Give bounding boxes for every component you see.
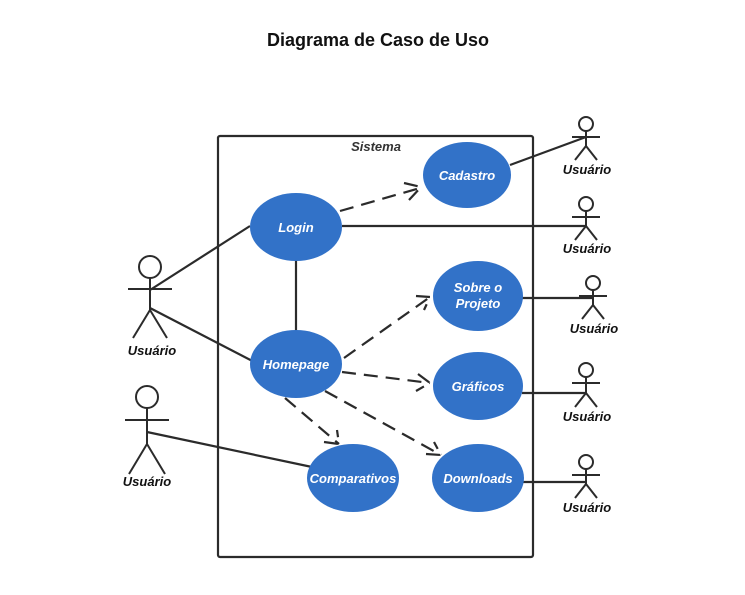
- association-cadastro-actor: [509, 135, 587, 167]
- diagram-title: Diagrama de Caso de Uso: [267, 30, 489, 50]
- use-case-login: Login: [250, 193, 342, 261]
- dependency-homepage-comparativos: [284, 397, 340, 445]
- dependency-login-cadastro: [339, 186, 421, 213]
- actor-usuario-right-cadastro: [572, 116, 600, 161]
- connectors: [146, 135, 592, 484]
- actor-usuario-left-bottom: [125, 385, 169, 475]
- actor-usuario-right-login: [572, 196, 600, 241]
- use-case-sobre-label-line1: Sobre o: [454, 280, 502, 295]
- arrowhead-downloads: [425, 441, 443, 457]
- actor-usuario-left-bottom-label: Usuário: [123, 474, 171, 489]
- association-actor-homepage: [149, 307, 263, 367]
- use-case-cadastro: Cadastro: [423, 142, 511, 208]
- use-case-cadastro-label: Cadastro: [439, 168, 495, 183]
- use-case-downloads-label: Downloads: [443, 471, 512, 486]
- arrowhead-sobre: [415, 294, 432, 311]
- actor-usuario-left-main: [128, 255, 172, 339]
- use-case-homepage: Homepage: [250, 330, 342, 398]
- use-case-comparativos: Comparativos: [307, 444, 399, 512]
- actor-usuario-right-graficos: [572, 362, 600, 408]
- use-case-graficos-label: Gráficos: [452, 379, 505, 394]
- arrowhead-graficos: [415, 373, 432, 392]
- use-case-downloads: Downloads: [432, 444, 524, 512]
- system-label: Sistema: [351, 139, 401, 154]
- system-boundary: [216, 134, 535, 559]
- association-actor-comparativos: [146, 430, 313, 469]
- dependency-homepage-graficos: [341, 370, 431, 385]
- use-case-sobre-label-line2: Projeto: [456, 296, 501, 311]
- actor-usuario-right-sobre-label: Usuário: [570, 321, 618, 336]
- association-actor-login: [149, 225, 251, 291]
- actor-usuario-right-downloads-label: Usuário: [563, 500, 611, 515]
- dependency-homepage-sobre: [343, 296, 431, 359]
- arrowhead-cadastro: [403, 181, 424, 201]
- actor-usuario-right-downloads: [572, 454, 600, 499]
- actor-usuario-right-login-label: Usuário: [563, 241, 611, 256]
- use-case-sobre-o-projeto: Sobre o Projeto: [433, 261, 523, 331]
- use-case-graficos: Gráficos: [433, 352, 523, 420]
- actor-usuario-left-main-label: Usuário: [128, 343, 176, 358]
- actor-usuario-right-cadastro-label: Usuário: [563, 162, 611, 177]
- use-case-comparativos-label: Comparativos: [310, 471, 397, 486]
- actor-usuario-right-sobre: [579, 275, 607, 320]
- dependency-homepage-downloads: [324, 390, 442, 456]
- arrowhead-comparativos: [323, 429, 341, 446]
- actor-usuario-right-graficos-label: Usuário: [563, 409, 611, 424]
- use-case-login-label: Login: [278, 220, 313, 235]
- use-case-homepage-label: Homepage: [263, 357, 329, 372]
